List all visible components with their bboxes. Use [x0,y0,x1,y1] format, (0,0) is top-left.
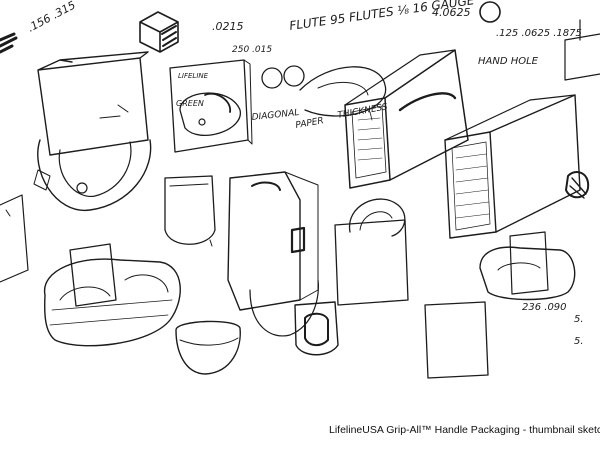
note-green: GREEN [176,99,204,108]
sketch-square [424,301,489,379]
sketch-window-box [169,59,253,153]
sketch-long-tube-right [444,94,581,239]
note-right-edge-a: 5. [574,314,584,325]
sketch-scribble-right [565,171,590,199]
thumbnail-sketches: .156 .315 .0215 250 .015 FLUTE 95 FLUTES… [0,0,600,379]
sketch-open-box-curve [334,198,409,306]
note-dimension-b: 4.0625 [432,6,471,19]
sketch-handle-package-lower-left [44,243,181,347]
sketch-cup-shape [175,320,241,375]
note-lifeline: LIFELINE [178,72,209,80]
sketch-curved-tray [164,175,216,245]
note-hand-hole: HAND HOLE [478,56,539,67]
sketch-small-cube [139,11,179,53]
sketch-handle-box-left [33,51,152,211]
note-small-numbers: 250 .015 [232,45,272,55]
note-right-edge-b: 5. [574,336,584,347]
sketch-left-partial [0,194,29,283]
note-dimension-a: .0215 [212,20,244,33]
note-top-left-numbers: .156 .315 [25,0,77,35]
note-right-numbers: 236 .090 [522,302,567,313]
corner-hatch [0,32,18,54]
sketch-circle [479,1,501,23]
sketch-handle-tray-right [479,231,576,301]
sketch-small-handle [294,301,339,356]
note-diagonal: DIAGONAL [251,108,299,123]
sketch-handle-rings [261,65,387,117]
sketch-box-top-right [564,19,600,81]
sketch-corrugated-tube [344,49,469,189]
sketch-sheet: .156 .315 .0215 250 .015 FLUTE 95 FLUTES… [0,0,600,379]
figure-caption: LifelineUSA Grip-All™ Handle Packaging -… [329,424,600,436]
note-dimension-list: .125 .0625 .1875 [496,28,582,39]
note-paper: PAPER [295,116,325,131]
sketch-tall-pouch [209,171,319,337]
